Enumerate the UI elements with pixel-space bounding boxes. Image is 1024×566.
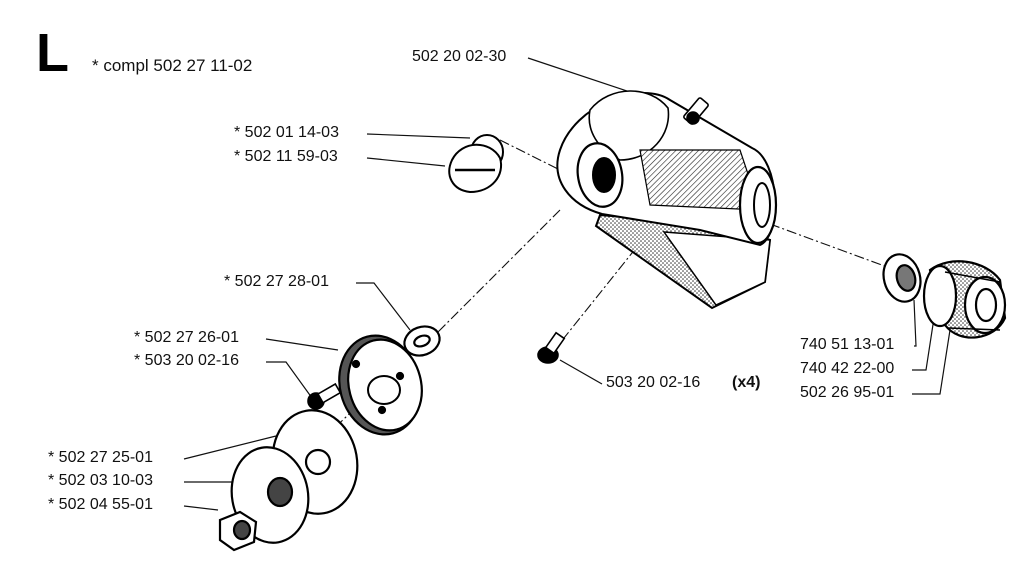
leader-bearing (912, 317, 935, 371)
label-flange: * 502 27 26-01 (134, 329, 239, 346)
label-nut: * 502 04 55-01 (48, 496, 153, 513)
leader-flange (265, 338, 339, 351)
label-screw-top: 502 20 02-30 (412, 48, 507, 65)
leader-plug-a (366, 133, 471, 139)
label-flange-screw: * 503 20 02-16 (134, 352, 239, 369)
label-cup: * 502 03 10-03 (48, 472, 153, 489)
label-bearing: 740 42 22-00 (800, 360, 895, 377)
leader-nut (183, 505, 219, 511)
axis-top (499, 139, 561, 171)
leader-seal (913, 299, 917, 347)
gear-housing (556, 90, 778, 310)
label-plug-a: * 502 01 14-03 (234, 124, 339, 141)
seal-part (882, 253, 922, 303)
leader-flange-screw (266, 361, 313, 399)
axis-right (769, 223, 891, 269)
section-letter: L (36, 23, 69, 83)
housing-bore-right-inner (753, 182, 771, 228)
leader-washer (356, 282, 411, 331)
leader-sleeve (912, 329, 951, 395)
label-housing-screw-qty: (x4) (732, 374, 761, 391)
screw-top-part (683, 97, 709, 125)
label-disc: * 502 27 25-01 (48, 449, 153, 466)
label-seal: 740 51 13-01 (800, 336, 895, 353)
nut-part (218, 510, 258, 552)
label-housing-screw: 503 20 02-16 (606, 374, 701, 391)
leader-disc (183, 435, 277, 460)
flange-part (338, 334, 423, 436)
label-plug-b: * 502 11 59-03 (234, 148, 338, 165)
housing-top-hump (588, 90, 670, 161)
label-sleeve: 502 26 95-01 (800, 384, 895, 401)
axis-main (429, 209, 561, 341)
header-note: * compl 502 27 11-02 (92, 56, 253, 75)
flange-screw-part (307, 382, 342, 410)
washer-part (403, 325, 441, 357)
plug-part (448, 134, 504, 194)
leader-plug-b (366, 157, 446, 167)
axis-housing-screw (555, 247, 637, 349)
label-washer: * 502 27 28-01 (224, 273, 329, 290)
housing-screw-part (537, 331, 566, 364)
housing-bore-left-inner (592, 157, 616, 193)
leader-housing-screw (559, 359, 603, 385)
bearing-sleeve-part (922, 260, 1007, 339)
